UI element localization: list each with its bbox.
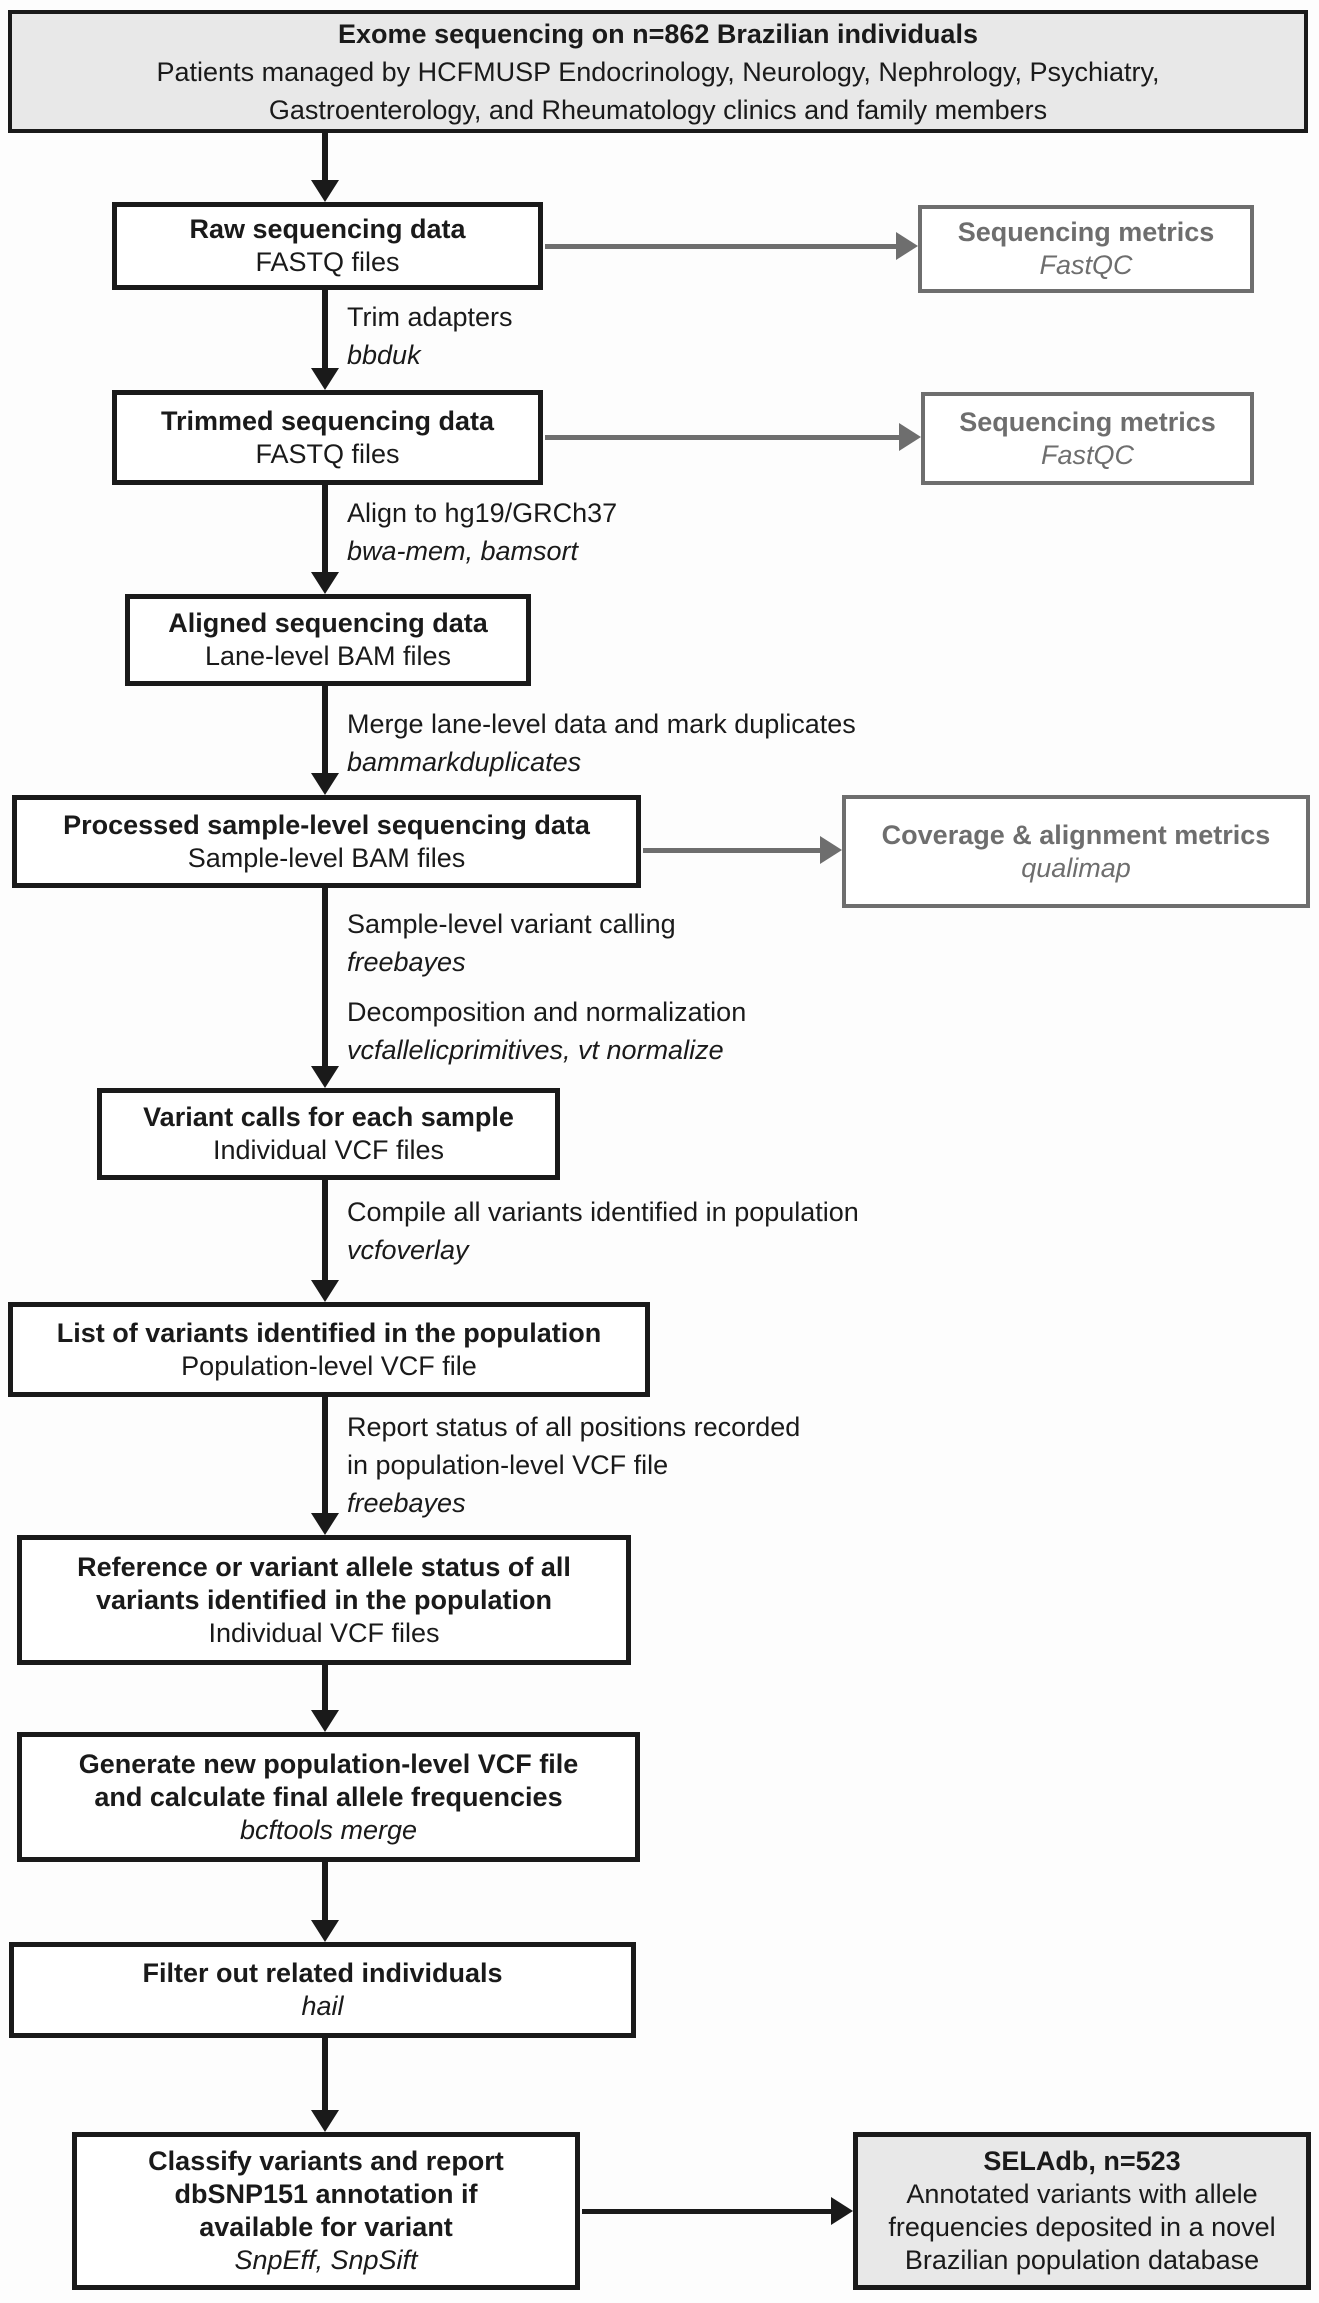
box-trimmed-data: Trimmed sequencing data FASTQ files: [112, 390, 543, 485]
decomposition-step: Decomposition and normalization: [347, 997, 747, 1027]
generate-vcf-title-line-1: Generate new population-level VCF file: [78, 1748, 579, 1779]
filter-related-title: Filter out related individuals: [142, 1958, 503, 1988]
box-raw-data: Raw sequencing data FASTQ files: [112, 202, 543, 290]
arrow-classify-to-seladb: [582, 2196, 853, 2226]
compile-tool: vcfoverlay: [347, 1235, 469, 1265]
arrow-variantcalls-to-list: [310, 1180, 340, 1302]
ref-status-title-line-2: variants identified in the population: [95, 1584, 553, 1615]
label-decomposition: Decomposition and normalization vcfallel…: [347, 993, 746, 1069]
merge-dedup-step: Merge lane-level data and mark duplicate…: [347, 709, 856, 739]
arrow-align-to-proc: [310, 686, 340, 795]
label-compile: Compile all variants identified in popul…: [347, 1193, 859, 1269]
raw-data-subtitle: FASTQ files: [255, 247, 400, 277]
align-ref-step: Align to hg19/GRCh37: [347, 498, 618, 528]
label-trim-adapters: Trim adapters bbduk: [347, 298, 513, 374]
seladb-title: SELAdb, n=523: [983, 2146, 1181, 2176]
sequencing-metrics-1-tool: FastQC: [1039, 250, 1133, 280]
box-cohort: Exome sequencing on n=862 Brazilian indi…: [8, 10, 1308, 133]
box-ref-status: Reference or variant allele status of al…: [17, 1535, 631, 1665]
aligned-data-title: Aligned sequencing data: [168, 608, 488, 638]
arrow-list-to-refstatus: [310, 1395, 340, 1535]
sample-calling-step: Sample-level variant calling: [347, 909, 676, 939]
sequencing-metrics-2-tool: FastQC: [1040, 439, 1134, 470]
trim-adapters-step: Trim adapters: [347, 302, 513, 332]
ref-status-title-line-1: Reference or variant allele status of al…: [77, 1551, 571, 1582]
arrow-proc-to-variantcalls: [310, 888, 340, 1088]
variant-list-subtitle: Population-level VCF file: [181, 1350, 477, 1381]
box-coverage-metrics: Coverage & alignment metrics qualimap: [842, 795, 1310, 908]
processed-data-title: Processed sample-level sequencing data: [63, 809, 590, 840]
box-variant-calls: Variant calls for each sample Individual…: [97, 1088, 560, 1180]
classify-title-line-3: available for variant: [199, 2212, 453, 2242]
variant-list-title: List of variants identified in the popul…: [56, 1317, 602, 1348]
arrow-raw-to-fastqc1: [545, 231, 918, 261]
merge-dedup-tool: bammarkduplicates: [347, 747, 582, 777]
arrow-generate-to-filter: [310, 1862, 340, 1942]
trimmed-data-subtitle: FASTQ files: [255, 438, 400, 469]
box-variant-list: List of variants identified in the popul…: [8, 1302, 650, 1397]
aligned-data-subtitle: Lane-level BAM files: [204, 641, 452, 671]
classify-title-line-1: Classify variants and report: [148, 2146, 504, 2176]
cohort-line-2: Patients managed by HCFMUSP Endocrinolog…: [156, 56, 1160, 87]
generate-vcf-title-line-2: and calculate final allele frequencies: [94, 1781, 563, 1812]
box-filter-related: Filter out related individuals hail: [9, 1942, 636, 2038]
raw-data-title: Raw sequencing data: [189, 214, 466, 244]
coverage-metrics-title: Coverage & alignment metrics: [881, 819, 1271, 850]
label-align-ref: Align to hg19/GRCh37 bwa-mem, bamsort: [347, 494, 617, 570]
arrow-trim-to-align: [310, 485, 340, 594]
label-merge-dedup: Merge lane-level data and mark duplicate…: [347, 705, 856, 781]
variant-calls-title: Variant calls for each sample: [143, 1102, 514, 1132]
trimmed-data-title: Trimmed sequencing data: [160, 405, 495, 436]
arrow-raw-to-trim: [310, 290, 340, 390]
report-status-step-line-2: in population-level VCF file: [347, 1450, 669, 1480]
report-status-step-line-1: Report status of all positions recorded: [347, 1412, 801, 1442]
classify-tool: SnpEff, SnpSift: [234, 2245, 418, 2275]
box-classify-variants: Classify variants and report dbSNP151 an…: [72, 2132, 580, 2290]
label-report-status: Report status of all positions recorded …: [347, 1408, 800, 1522]
box-seladb: SELAdb, n=523 Annotated variants with al…: [853, 2132, 1311, 2290]
sequencing-metrics-1-title: Sequencing metrics: [957, 217, 1215, 247]
cohort-line-3: Gastroenterology, and Rheumatology clini…: [268, 94, 1048, 125]
variant-calls-subtitle: Individual VCF files: [212, 1135, 445, 1165]
arrow-cohort-to-raw: [310, 133, 340, 202]
arrow-trim-to-fastqc2: [545, 422, 921, 452]
sample-calling-tool: freebayes: [347, 947, 466, 977]
box-sequencing-metrics-2: Sequencing metrics FastQC: [921, 392, 1254, 485]
ref-status-subtitle: Individual VCF files: [208, 1617, 440, 1648]
box-aligned-data: Aligned sequencing data Lane-level BAM f…: [125, 594, 531, 686]
generate-vcf-tool: bcftools merge: [239, 1814, 418, 1845]
arrow-refstatus-to-generate: [310, 1665, 340, 1732]
report-status-tool: freebayes: [347, 1488, 466, 1518]
box-processed-data: Processed sample-level sequencing data S…: [12, 795, 641, 888]
classify-title-line-2: dbSNP151 annotation if: [174, 2179, 478, 2209]
box-sequencing-metrics-1: Sequencing metrics FastQC: [918, 205, 1254, 293]
filter-related-tool: hail: [301, 1991, 344, 2021]
sequencing-metrics-2-title: Sequencing metrics: [959, 406, 1216, 437]
trim-adapters-tool: bbduk: [347, 340, 421, 370]
cohort-title: Exome sequencing on n=862 Brazilian indi…: [338, 18, 978, 49]
seladb-line-1: Annotated variants with allele: [906, 2179, 1258, 2209]
seladb-line-2: frequencies deposited in a novel: [888, 2212, 1276, 2242]
seladb-line-3: Brazilian population database: [904, 2245, 1260, 2275]
arrow-proc-to-qualimap: [643, 835, 842, 865]
label-sample-calling: Sample-level variant calling freebayes: [347, 905, 676, 981]
compile-step: Compile all variants identified in popul…: [347, 1197, 859, 1227]
box-generate-vcf: Generate new population-level VCF file a…: [17, 1732, 640, 1862]
processed-data-subtitle: Sample-level BAM files: [187, 842, 466, 873]
coverage-metrics-tool: qualimap: [1021, 852, 1131, 883]
arrow-filter-to-classify: [310, 2038, 340, 2132]
decomposition-tool: vcfallelicprimitives, vt normalize: [347, 1035, 724, 1065]
align-ref-tool: bwa-mem, bamsort: [347, 536, 579, 566]
